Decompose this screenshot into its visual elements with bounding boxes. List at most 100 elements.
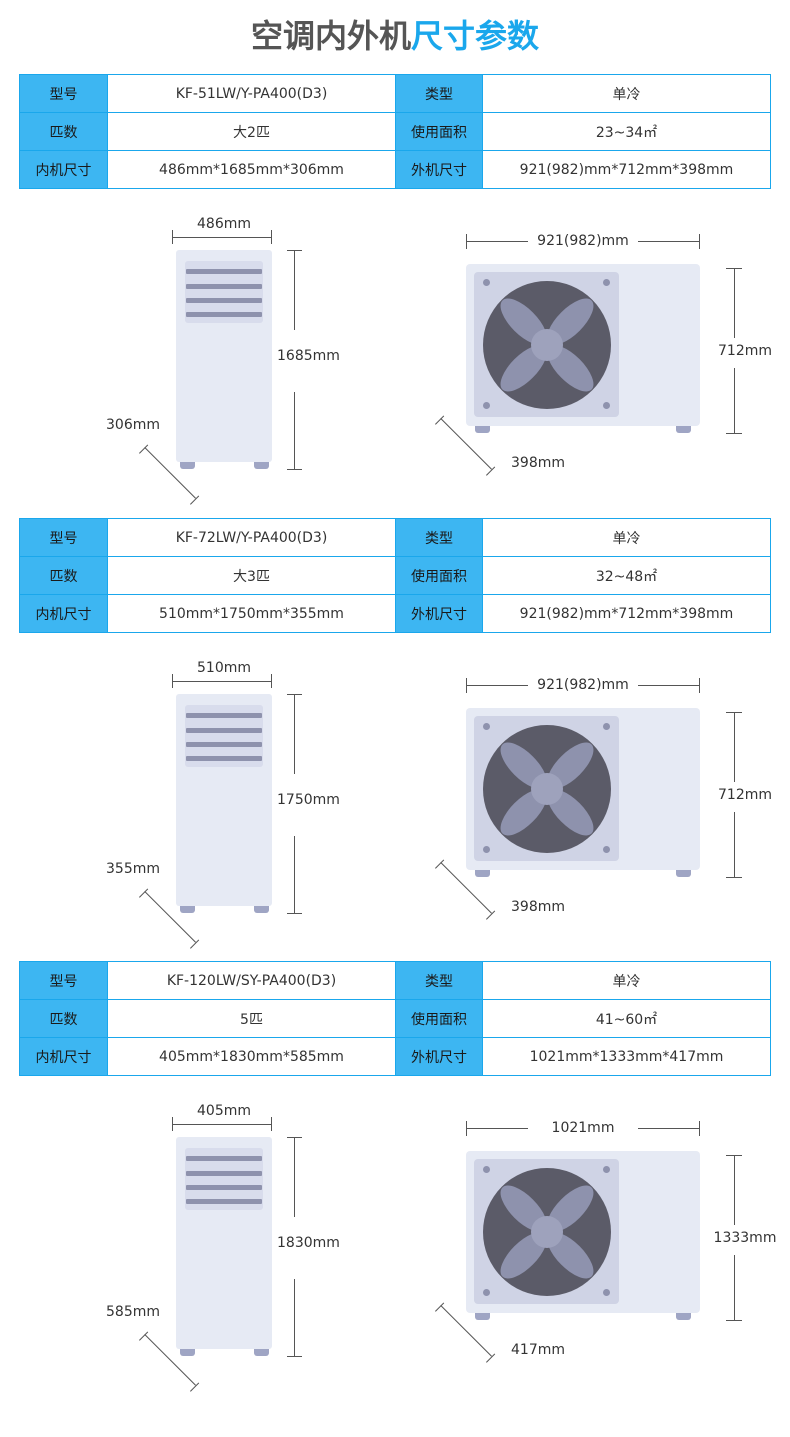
page-title: 空调内外机尺寸参数	[0, 14, 790, 58]
dimension-tick	[466, 1121, 467, 1136]
indoor-size-label: 内机尺寸	[19, 1037, 108, 1076]
unit-foot	[180, 906, 195, 913]
outdoor-size-value: 921(982)mm*712mm*398mm	[482, 594, 771, 633]
dimension-line	[173, 1124, 272, 1125]
screw-icon	[483, 279, 490, 286]
vent-slat	[186, 756, 262, 761]
outdoor-depth-label: 398mm	[511, 455, 565, 471]
dimension-tick	[699, 234, 700, 249]
vent-slat	[186, 284, 262, 289]
unit-foot	[475, 870, 490, 877]
dimension-tick	[271, 674, 272, 688]
screw-icon	[603, 846, 610, 853]
area-value: 32~48㎡	[482, 556, 771, 595]
model-value: KF-51LW/Y-PA400(D3)	[107, 74, 396, 113]
unit-foot	[676, 870, 691, 877]
area-value: 23~34㎡	[482, 112, 771, 151]
screw-icon	[603, 1166, 610, 1173]
outdoor-width-label: 921(982)mm	[528, 232, 638, 250]
vent-slat	[186, 1171, 262, 1176]
dimension-tick	[726, 877, 742, 878]
dimension-diagram: 510mm 1750mm 355mm 921(982)mm	[0, 659, 790, 994]
unit-foot	[254, 1349, 269, 1356]
screw-icon	[483, 723, 490, 730]
outdoor-size-label: 外机尺寸	[395, 594, 483, 633]
indoor-size-value: 405mm*1830mm*585mm	[107, 1037, 396, 1076]
outdoor-size-value: 921(982)mm*712mm*398mm	[482, 150, 771, 189]
screw-icon	[603, 279, 610, 286]
unit-foot	[676, 1313, 691, 1320]
dimension-line	[294, 694, 295, 774]
outdoor-size-value: 1021mm*1333mm*417mm	[482, 1037, 771, 1076]
table-row: 匹数 5匹 使用面积 41~60㎡	[19, 999, 771, 1038]
dimension-diagram: 486mm 1685mm 306mm 921(982)mm	[0, 215, 790, 550]
model-value: KF-72LW/Y-PA400(D3)	[107, 518, 396, 557]
dimension-tick	[271, 230, 272, 244]
dimension-tick	[287, 1137, 302, 1138]
table-row: 型号 KF-120LW/SY-PA400(D3) 类型 单冷	[19, 961, 771, 1000]
horsepower-value: 大2匹	[107, 112, 396, 151]
unit-foot	[180, 1349, 195, 1356]
vent-slat	[186, 713, 262, 718]
title-part-dark: 空调内外机	[250, 17, 411, 55]
table-row: 内机尺寸 510mm*1750mm*355mm 外机尺寸 921(982)mm*…	[19, 594, 771, 633]
horsepower-label: 匹数	[19, 999, 108, 1038]
dimension-tick	[287, 1356, 302, 1357]
fan-icon	[483, 1168, 611, 1296]
unit-foot	[254, 462, 269, 469]
outdoor-depth-label: 417mm	[511, 1342, 565, 1358]
unit-foot	[676, 426, 691, 433]
dimension-tick	[271, 1117, 272, 1131]
dimension-tick	[699, 1121, 700, 1136]
vent-slat	[186, 298, 262, 303]
dimension-line	[294, 250, 295, 330]
screw-icon	[603, 723, 610, 730]
table-row: 内机尺寸 486mm*1685mm*306mm 外机尺寸 921(982)mm*…	[19, 150, 771, 189]
outdoor-size-label: 外机尺寸	[395, 1037, 483, 1076]
vent-slat	[186, 1185, 262, 1190]
fan-icon	[483, 281, 611, 409]
indoor-depth-label: 355mm	[106, 861, 160, 877]
dimension-tick	[172, 1117, 173, 1131]
type-value: 单冷	[482, 518, 771, 557]
dimension-tick	[726, 712, 742, 713]
dimension-tick	[726, 1155, 742, 1156]
dimension-tick	[466, 234, 467, 249]
dimension-line	[294, 392, 295, 470]
spec-table: 型号 KF-51LW/Y-PA400(D3) 类型 单冷 匹数 大2匹 使用面积…	[19, 74, 771, 189]
screw-icon	[603, 1289, 610, 1296]
screw-icon	[483, 1289, 490, 1296]
outdoor-size-label: 外机尺寸	[395, 150, 483, 189]
table-row: 匹数 大2匹 使用面积 23~34㎡	[19, 112, 771, 151]
dimension-tick	[287, 694, 302, 695]
outdoor-height-label: 1333mm	[713, 1230, 777, 1246]
horsepower-label: 匹数	[19, 556, 108, 595]
indoor-width-label: 486mm	[187, 215, 261, 233]
outdoor-depth-label: 398mm	[511, 899, 565, 915]
outdoor-width-label: 921(982)mm	[528, 676, 638, 694]
dimension-line	[734, 1255, 735, 1321]
indoor-height-label: 1830mm	[277, 1235, 340, 1251]
dimension-tick	[699, 678, 700, 693]
dimension-line	[734, 1155, 735, 1225]
dimension-tick	[726, 268, 742, 269]
area-value: 41~60㎡	[482, 999, 771, 1038]
fan-icon	[483, 725, 611, 853]
dimension-tick	[466, 678, 467, 693]
dimension-line	[734, 712, 735, 782]
vent-slat	[186, 728, 262, 733]
vent-slat	[186, 312, 262, 317]
type-value: 单冷	[482, 74, 771, 113]
dimension-tick	[287, 469, 302, 470]
indoor-height-label: 1750mm	[277, 792, 340, 808]
dimension-line	[294, 836, 295, 914]
unit-foot	[180, 462, 195, 469]
area-label: 使用面积	[395, 112, 483, 151]
outdoor-width-label: 1021mm	[528, 1119, 638, 1137]
dimension-line	[734, 368, 735, 434]
vent-slat	[186, 742, 262, 747]
indoor-size-label: 内机尺寸	[19, 594, 108, 633]
indoor-depth-label: 306mm	[106, 417, 160, 433]
dimension-tick	[172, 230, 173, 244]
horsepower-value: 大3匹	[107, 556, 396, 595]
